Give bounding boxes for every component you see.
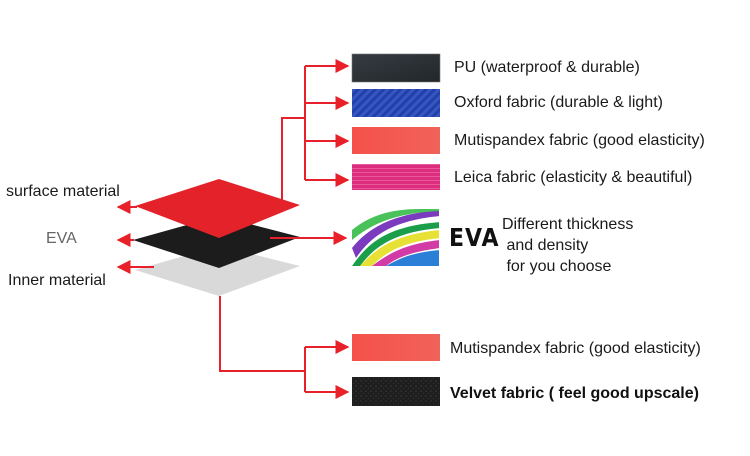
inner-connector	[219, 296, 305, 372]
inner-material-label: Inner material	[8, 272, 106, 289]
surface-material-layer	[135, 179, 300, 238]
eva-description-line-3: for you choose	[502, 258, 612, 275]
surface-material-label: surface material	[6, 183, 120, 200]
eva-title: EVA	[449, 224, 500, 253]
spandex-swatch	[352, 127, 440, 154]
oxford-option-label: Oxford fabric (durable & light)	[454, 94, 663, 111]
eva-description-line-2: and density	[502, 237, 589, 254]
inner-material-layer	[135, 246, 300, 296]
pu-leather-swatch	[351, 53, 441, 83]
inner-mutispandex-option-label: Mutispandex fabric (good elasticity)	[450, 340, 701, 357]
velvet-option-label: Velvet fabric ( feel good upscale)	[450, 385, 699, 402]
inner-spandex-swatch	[352, 334, 440, 361]
mutispandex-option-label: Mutispandex fabric (good elasticity)	[454, 132, 705, 149]
leica-swatch	[352, 164, 440, 190]
pu-option-label: PU (waterproof & durable)	[454, 59, 640, 76]
eva-layer-label: EVA	[46, 230, 77, 247]
eva-layer	[133, 216, 300, 268]
colorful-eva-foam-swatch	[352, 209, 439, 266]
velvet-swatch	[352, 377, 440, 406]
eva-description-line-1: Different thickness	[502, 216, 634, 233]
leica-option-label: Leica fabric (elasticity & beautiful)	[454, 169, 693, 186]
oxford-weave-swatch	[352, 89, 440, 117]
surface-connector	[281, 117, 305, 206]
eva-description: Different thickness and density for you …	[502, 214, 633, 277]
